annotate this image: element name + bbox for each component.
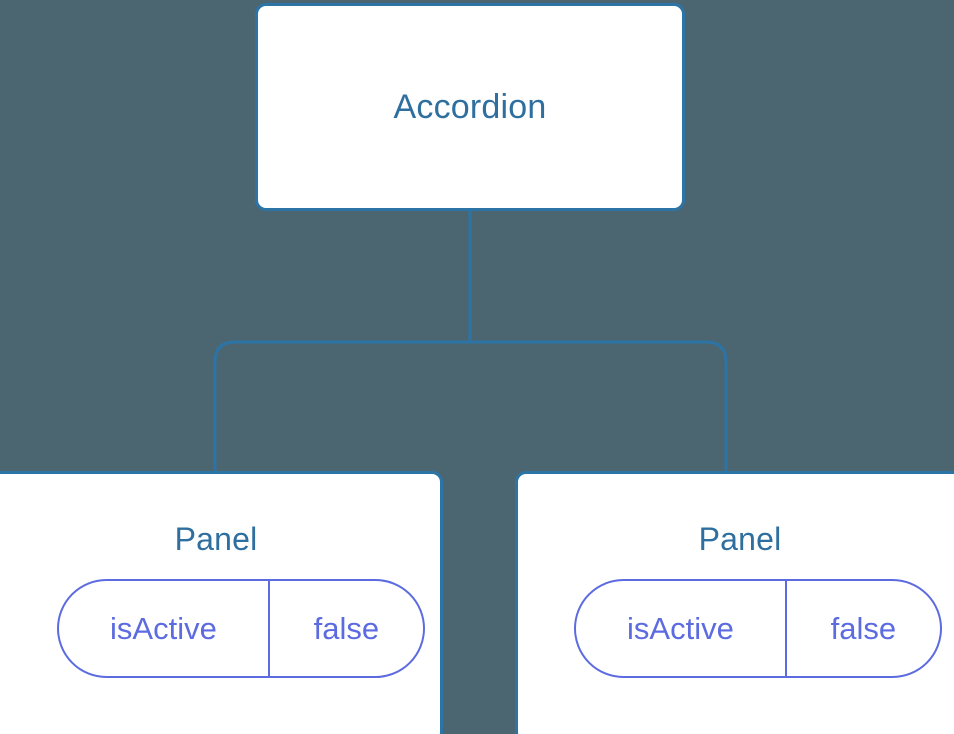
edge-to-panel-right — [470, 340, 728, 473]
node-accordion-label: Accordion — [393, 88, 547, 126]
node-panel-2-label: Panel — [698, 521, 782, 557]
node-panel-1[interactable]: Panel isActive false — [0, 471, 443, 734]
state-value-panel-2: false — [830, 610, 897, 646]
state-key-panel-1: isActive — [59, 581, 271, 676]
node-panel-1-label: Panel — [174, 521, 258, 557]
state-pill-panel-1[interactable]: isActive false — [56, 579, 425, 678]
state-key-panel-2: isActive — [576, 581, 788, 676]
node-accordion[interactable]: Accordion — [255, 3, 685, 211]
state-pill-panel-2[interactable]: isActive false — [573, 579, 942, 678]
state-value-panel-1: false — [313, 610, 380, 646]
edge-to-panel-left — [213, 340, 470, 473]
node-panel-2[interactable]: Panel isActive false — [515, 471, 954, 734]
